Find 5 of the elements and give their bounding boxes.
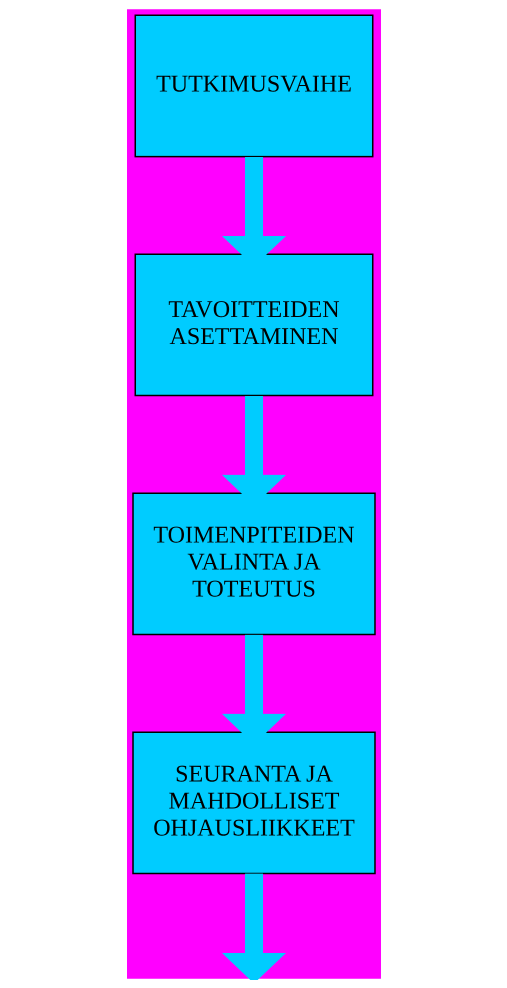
node-box: TAVOITTEIDEN ASETTAMINEN (134, 254, 373, 396)
node-box: TOIMENPITEIDEN VALINTA JA TOTEUTUS (132, 492, 376, 636)
arrow (221, 874, 286, 980)
node-box: TUTKIMUSVAIHE (134, 14, 373, 158)
node-box: SEURANTA JA MAHDOLLISET OHJAUSLIIKKEET (132, 731, 376, 874)
